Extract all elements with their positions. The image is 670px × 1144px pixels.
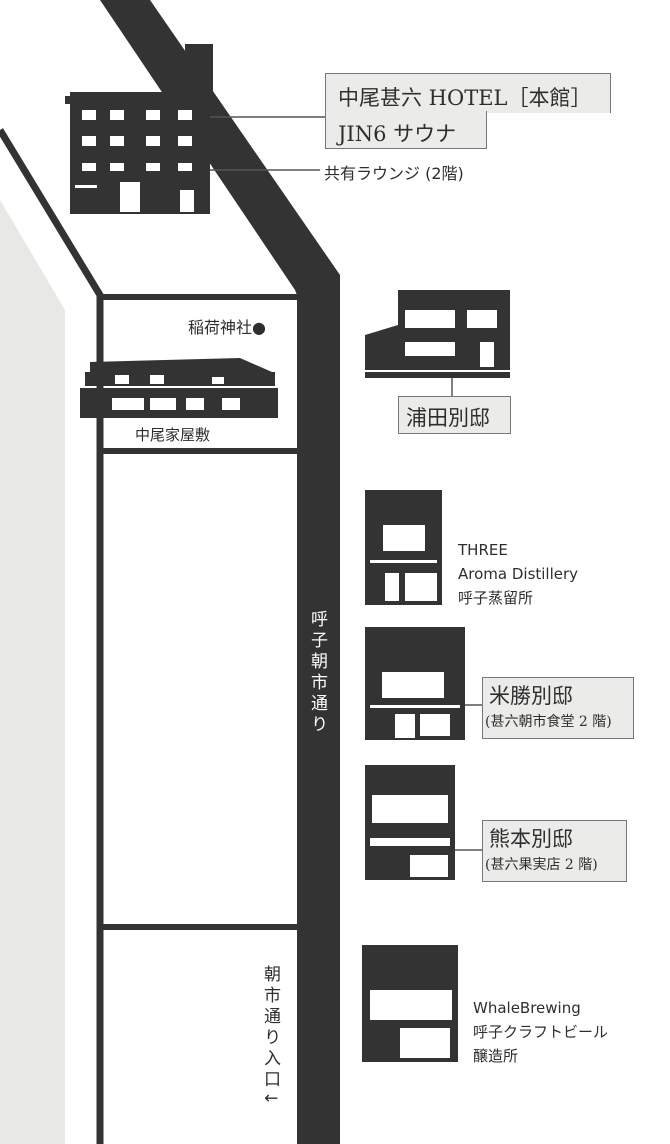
main-road [100, 0, 340, 1144]
main-street-label: 呼子朝市通り [307, 610, 327, 736]
shrine-label: 稲荷神社● [188, 318, 266, 337]
whale-label: WhaleBrewing 呼子クラフトビール 醸造所 [473, 996, 608, 1068]
sauna-name[interactable]: JIN6 サウナ [338, 122, 457, 146]
hotel-name[interactable]: 中尾甚六 HOTEL［本館］ [338, 86, 592, 110]
kumamoto-label-box[interactable] [482, 820, 627, 882]
hotel-label-box[interactable] [325, 73, 611, 113]
hotel-building [65, 44, 213, 214]
yonekatsu-label-box[interactable] [482, 677, 634, 739]
three-building [365, 490, 442, 605]
three-name: THREE [458, 541, 508, 559]
urata-label[interactable]: 浦田別邸 [406, 406, 490, 430]
ground-area [0, 200, 65, 1144]
hotel-label-box-lower[interactable] [325, 111, 487, 149]
whale-brewery: 醸造所 [473, 1047, 519, 1065]
urata-label-box[interactable] [398, 396, 511, 434]
entrance-label: 朝市通り入口↓ [260, 965, 280, 1110]
nakao-house-building [80, 358, 278, 418]
yonekatsu-sub: (甚六朝市食堂 2 階) [485, 714, 612, 730]
yonekatsu-building [365, 627, 465, 740]
whale-name: WhaleBrewing [473, 999, 581, 1017]
lounge-label: 共有ラウンジ (2階) [324, 164, 464, 183]
nakao-house-label: 中尾家屋敷 [135, 426, 211, 444]
urata-building [365, 290, 510, 378]
block-lines [100, 294, 297, 930]
leader-lines [210, 116, 482, 851]
three-subtitle: Aroma Distillery [458, 565, 579, 583]
whale-japanese: 呼子クラフトビール [473, 1023, 609, 1041]
yonekatsu-label[interactable]: 米勝別邸 [489, 684, 573, 708]
kumamoto-sub: (甚六果実店 2 階) [485, 857, 598, 873]
kumamoto-label[interactable]: 熊本別邸 [489, 827, 573, 851]
three-japanese: 呼子蒸留所 [458, 589, 534, 607]
kumamoto-building [365, 765, 455, 880]
three-label: THREE Aroma Distillery 呼子蒸留所 [458, 538, 578, 610]
whale-building [362, 945, 458, 1062]
